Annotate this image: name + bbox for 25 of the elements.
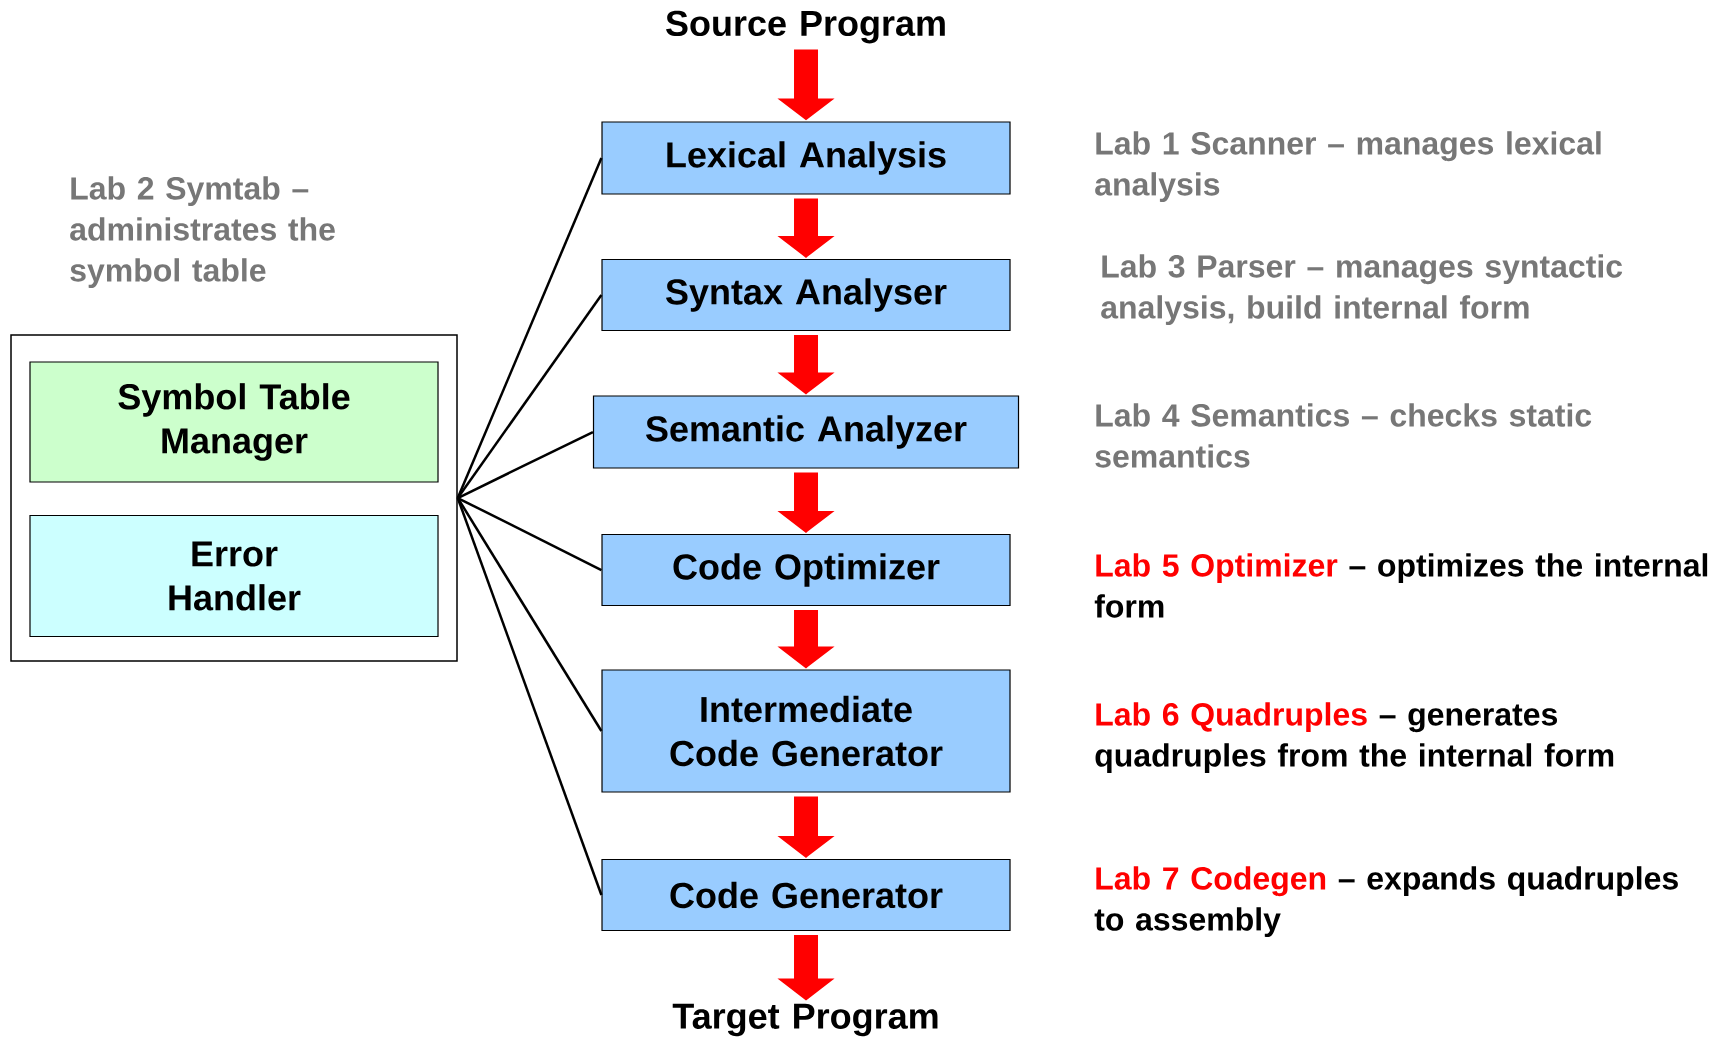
annotation-text: Lab 7 Codegen – expands quadruples to assembly bbox=[1094, 866, 1678, 938]
process-box: Code Optimizer bbox=[601, 533, 1011, 607]
process-box: Syntax Analyser bbox=[601, 258, 1011, 332]
annotation-text: Lab 1 Scanner – manages lexical analysis bbox=[1095, 131, 1601, 203]
process-box: Intermediate Code Generator bbox=[601, 669, 1011, 793]
panel-heading: Lab 2 Symtab – administrates the symbol table bbox=[70, 176, 335, 289]
node-label: Lab 5 Optimizer bbox=[1096, 553, 1338, 584]
process-box: Code Generator bbox=[601, 858, 1011, 932]
node-label: form bbox=[1094, 594, 1164, 618]
annotation-text: Lab 5 Optimizer – optimizes the internal form bbox=[1094, 553, 1708, 618]
stage-label: Target Program bbox=[672, 1003, 938, 1037]
connector-line bbox=[456, 497, 603, 732]
process-box: Symbol Table Manager bbox=[29, 361, 439, 483]
process-box: Error Handler bbox=[29, 514, 439, 638]
annotation-text: Lab 3 Parser – manages syntactic analysis, build internal form bbox=[1101, 254, 1623, 326]
connector-line bbox=[456, 497, 603, 896]
connector-line bbox=[457, 430, 594, 500]
node-label: – optimizes the internal bbox=[1349, 553, 1708, 584]
annotation-text: Lab 4 Semantics – checks static semantics bbox=[1095, 403, 1592, 468]
stage-label: Source Program bbox=[666, 10, 945, 44]
process-box: Lexical Analysis bbox=[601, 121, 1011, 195]
connector-line bbox=[456, 157, 603, 499]
annotation-text: Lab 6 Quadruples – generates quadruples from the internal form bbox=[1095, 702, 1614, 774]
process-box: Semantic Analyzer bbox=[592, 395, 1020, 469]
connector-line bbox=[457, 496, 602, 572]
